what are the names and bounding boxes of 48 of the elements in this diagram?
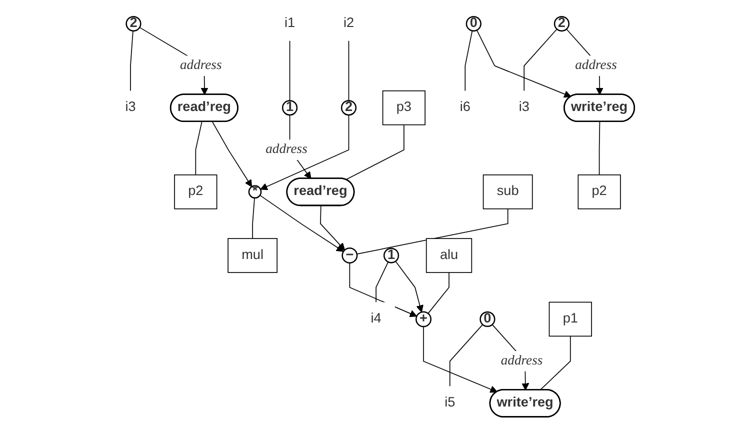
node-circle: 1 bbox=[383, 248, 400, 264]
node-circle: 0 bbox=[466, 16, 482, 32]
node-box: alu bbox=[426, 238, 472, 273]
node-circle: 2 bbox=[554, 16, 570, 32]
connector bbox=[252, 197, 255, 239]
arrow bbox=[212, 121, 252, 188]
node-box: p1 bbox=[548, 302, 592, 337]
node-circle: 0 bbox=[480, 311, 496, 327]
connector bbox=[376, 262, 389, 303]
arrow bbox=[423, 326, 498, 393]
connector bbox=[449, 324, 484, 387]
node-text: i3 bbox=[125, 100, 136, 115]
node-box: p3 bbox=[382, 90, 426, 126]
connector bbox=[195, 121, 202, 176]
arrow bbox=[260, 194, 344, 252]
connector bbox=[598, 121, 600, 176]
arrow bbox=[395, 260, 424, 312]
node-text: i3 bbox=[518, 100, 530, 115]
node-text: i1 bbox=[284, 16, 296, 31]
connector bbox=[464, 30, 473, 92]
connector bbox=[289, 40, 290, 102]
edge-label: address bbox=[266, 142, 308, 157]
node-circle: + bbox=[416, 311, 432, 328]
node-circle: − bbox=[342, 248, 358, 264]
node-circle: 2 bbox=[340, 100, 357, 116]
connector bbox=[428, 272, 450, 314]
edge-label: address bbox=[180, 58, 222, 73]
node-circle: 1 bbox=[282, 100, 298, 116]
node-box: p2 bbox=[578, 174, 621, 210]
node-text: i5 bbox=[444, 396, 456, 410]
node-box: p2 bbox=[174, 174, 218, 210]
connector bbox=[524, 28, 558, 92]
edge-label: address bbox=[575, 58, 617, 73]
connector bbox=[356, 208, 508, 254]
arrow bbox=[349, 262, 418, 318]
node-text: i6 bbox=[460, 100, 470, 115]
node-circle: * bbox=[248, 185, 262, 199]
connector bbox=[346, 124, 404, 180]
connector bbox=[130, 30, 134, 92]
arrow bbox=[320, 205, 346, 250]
connector bbox=[348, 40, 350, 102]
connector bbox=[540, 336, 571, 390]
node-circle: 2 bbox=[126, 16, 142, 32]
node-box: sub bbox=[482, 174, 533, 210]
node-box: mul bbox=[228, 238, 278, 273]
node-text: i2 bbox=[343, 16, 354, 31]
edge-label: address bbox=[500, 354, 543, 368]
arrow bbox=[476, 30, 572, 98]
